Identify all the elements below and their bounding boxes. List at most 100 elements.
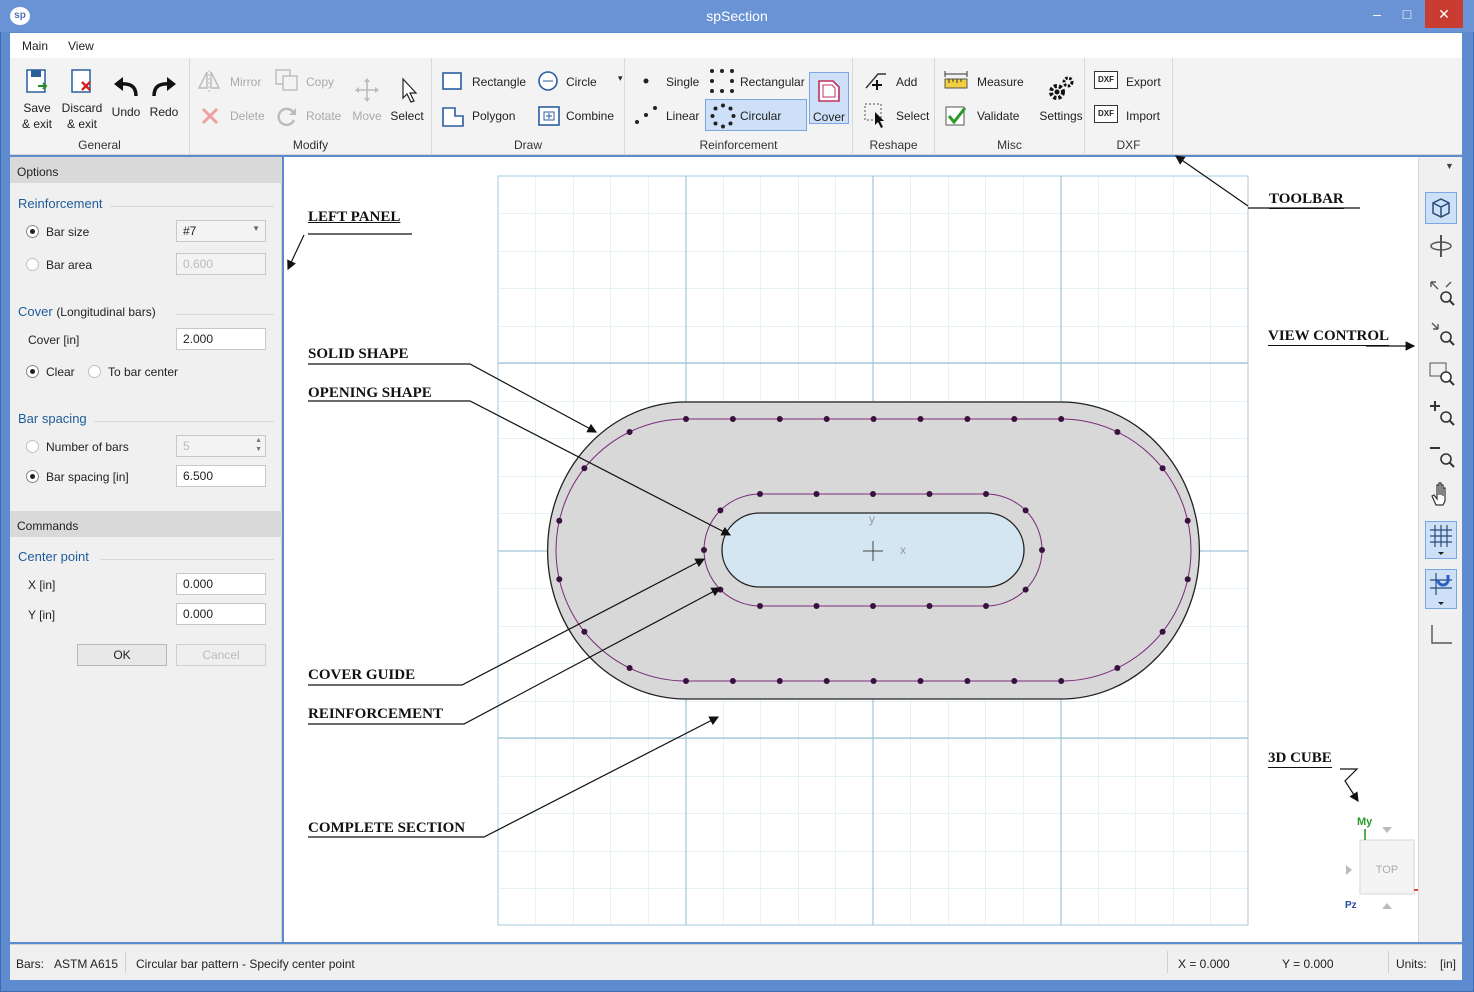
pan-button[interactable] <box>1425 479 1457 511</box>
bar-area-radio[interactable] <box>26 258 39 271</box>
rebar[interactable] <box>683 416 689 422</box>
single-button[interactable]: Single <box>666 75 700 89</box>
rebar[interactable] <box>729 416 736 422</box>
rebar[interactable] <box>1022 586 1029 593</box>
number-of-bars-stepper[interactable]: 5 ▲▼ <box>176 435 266 457</box>
save-exit-button[interactable]: Save & exit <box>18 68 56 132</box>
rebar[interactable] <box>917 416 924 422</box>
rebar[interactable] <box>626 429 633 435</box>
rebar[interactable] <box>926 603 933 609</box>
rebar[interactable] <box>556 576 563 583</box>
rebar[interactable] <box>1159 628 1166 635</box>
rebar[interactable] <box>581 628 588 635</box>
close-button[interactable]: ✕ <box>1425 0 1463 28</box>
undo-button[interactable]: Undo <box>108 76 144 120</box>
cube-rotate-arrows[interactable] <box>1346 827 1418 909</box>
rebar[interactable] <box>1114 665 1121 671</box>
rebar[interactable] <box>717 586 724 593</box>
stepper-arrows-icon[interactable]: ▲▼ <box>255 437 262 453</box>
cancel-button[interactable]: Cancel <box>176 644 266 666</box>
zoom-out-button[interactable] <box>1425 439 1457 471</box>
rebar[interactable] <box>776 416 783 422</box>
rebar[interactable] <box>757 491 763 497</box>
minimize-button[interactable]: – <box>1373 6 1381 22</box>
circle-dropdown-icon[interactable]: ▾ <box>618 73 623 83</box>
snap-toggle-button[interactable] <box>1425 569 1457 609</box>
rebar[interactable] <box>823 678 830 684</box>
rebar[interactable] <box>1011 416 1018 422</box>
bar-size-radio[interactable] <box>26 225 39 238</box>
rotate-view-button[interactable] <box>1425 231 1457 263</box>
delete-button[interactable]: Delete <box>230 109 265 123</box>
reinforcement-bars[interactable] <box>556 416 1191 684</box>
rebar[interactable] <box>964 678 971 684</box>
rebar[interactable] <box>776 678 783 684</box>
drawing-canvas[interactable]: x y TOP My Mx Pz LEFT PANEL SOLID SHAPE … <box>284 157 1418 942</box>
reshape-add-button[interactable]: Add <box>896 75 918 89</box>
grid-toggle-button[interactable] <box>1425 521 1457 559</box>
bar-spacing-input[interactable]: 6.500 <box>176 465 266 487</box>
dxf-export-button[interactable]: Export <box>1126 75 1161 89</box>
rebar[interactable] <box>983 491 989 497</box>
bar-spacing-radio[interactable] <box>26 470 39 483</box>
clear-radio[interactable] <box>26 365 39 378</box>
rebar[interactable] <box>870 678 877 684</box>
viewbar-menu-icon[interactable]: ▼ <box>1445 161 1454 171</box>
circle-button[interactable]: Circle <box>566 75 597 89</box>
rebar[interactable] <box>983 603 989 609</box>
zoom-in-button[interactable] <box>1425 397 1457 429</box>
move-button[interactable]: Move <box>350 76 384 124</box>
rectangular-button[interactable]: Rectangular <box>740 75 805 89</box>
bar-area-input[interactable]: 0.600 <box>176 253 266 275</box>
rebar[interactable] <box>1159 465 1166 472</box>
rebar[interactable] <box>701 547 707 553</box>
rebar[interactable] <box>1184 576 1191 583</box>
zoom-extents-button[interactable] <box>1425 277 1457 309</box>
copy-button[interactable]: Copy <box>306 75 335 89</box>
zoom-window-button[interactable] <box>1425 357 1457 389</box>
cover-button[interactable]: Cover <box>809 72 849 124</box>
discard-exit-button[interactable]: Discard & exit <box>60 68 104 132</box>
zoom-shrink-button[interactable] <box>1425 317 1457 349</box>
rebar[interactable] <box>626 665 633 671</box>
maximize-button[interactable]: □ <box>1402 6 1412 22</box>
rebar[interactable] <box>1114 429 1121 435</box>
number-of-bars-radio[interactable] <box>26 440 39 453</box>
reshape-select-button[interactable]: Select <box>896 109 930 123</box>
rebar[interactable] <box>729 678 736 684</box>
rebar[interactable] <box>1184 517 1191 524</box>
combine-button[interactable]: Combine <box>566 109 615 123</box>
ok-button[interactable]: OK <box>77 644 167 666</box>
rebar[interactable] <box>926 491 933 497</box>
mirror-button[interactable]: Mirror <box>230 75 262 89</box>
rebar[interactable] <box>1058 678 1065 684</box>
redo-button[interactable]: Redo <box>146 76 182 120</box>
rebar[interactable] <box>757 603 763 609</box>
rebar[interactable] <box>813 603 820 609</box>
rebar[interactable] <box>581 465 588 472</box>
rebar[interactable] <box>870 416 877 422</box>
validate-button[interactable]: Validate <box>977 109 1020 123</box>
axes-toggle-button[interactable] <box>1425 619 1457 651</box>
view-3d-button[interactable] <box>1425 192 1457 224</box>
x-input[interactable]: 0.000 <box>176 573 266 595</box>
rebar[interactable] <box>1039 547 1045 553</box>
rebar[interactable] <box>556 517 563 524</box>
rebar[interactable] <box>870 491 876 497</box>
settings-button[interactable]: Settings <box>1039 74 1083 124</box>
bar-size-select[interactable]: #7 ▼ <box>176 220 266 242</box>
rebar[interactable] <box>964 416 971 422</box>
rebar[interactable] <box>683 678 689 684</box>
to-bar-center-radio[interactable] <box>88 365 101 378</box>
rectangle-button[interactable]: Rectangle <box>472 75 527 89</box>
cube-top-face[interactable]: TOP <box>1376 864 1398 876</box>
select-button[interactable]: Select <box>388 76 426 124</box>
measure-button[interactable]: Measure <box>977 75 1024 89</box>
polygon-button[interactable]: Polygon <box>472 109 516 123</box>
rebar[interactable] <box>823 416 830 422</box>
menu-main[interactable]: Main <box>22 39 49 53</box>
cover-input[interactable]: 2.000 <box>176 328 266 350</box>
rebar[interactable] <box>1022 507 1029 514</box>
cube-3d-widget[interactable] <box>1340 768 1418 895</box>
linear-button[interactable]: Linear <box>666 109 700 123</box>
